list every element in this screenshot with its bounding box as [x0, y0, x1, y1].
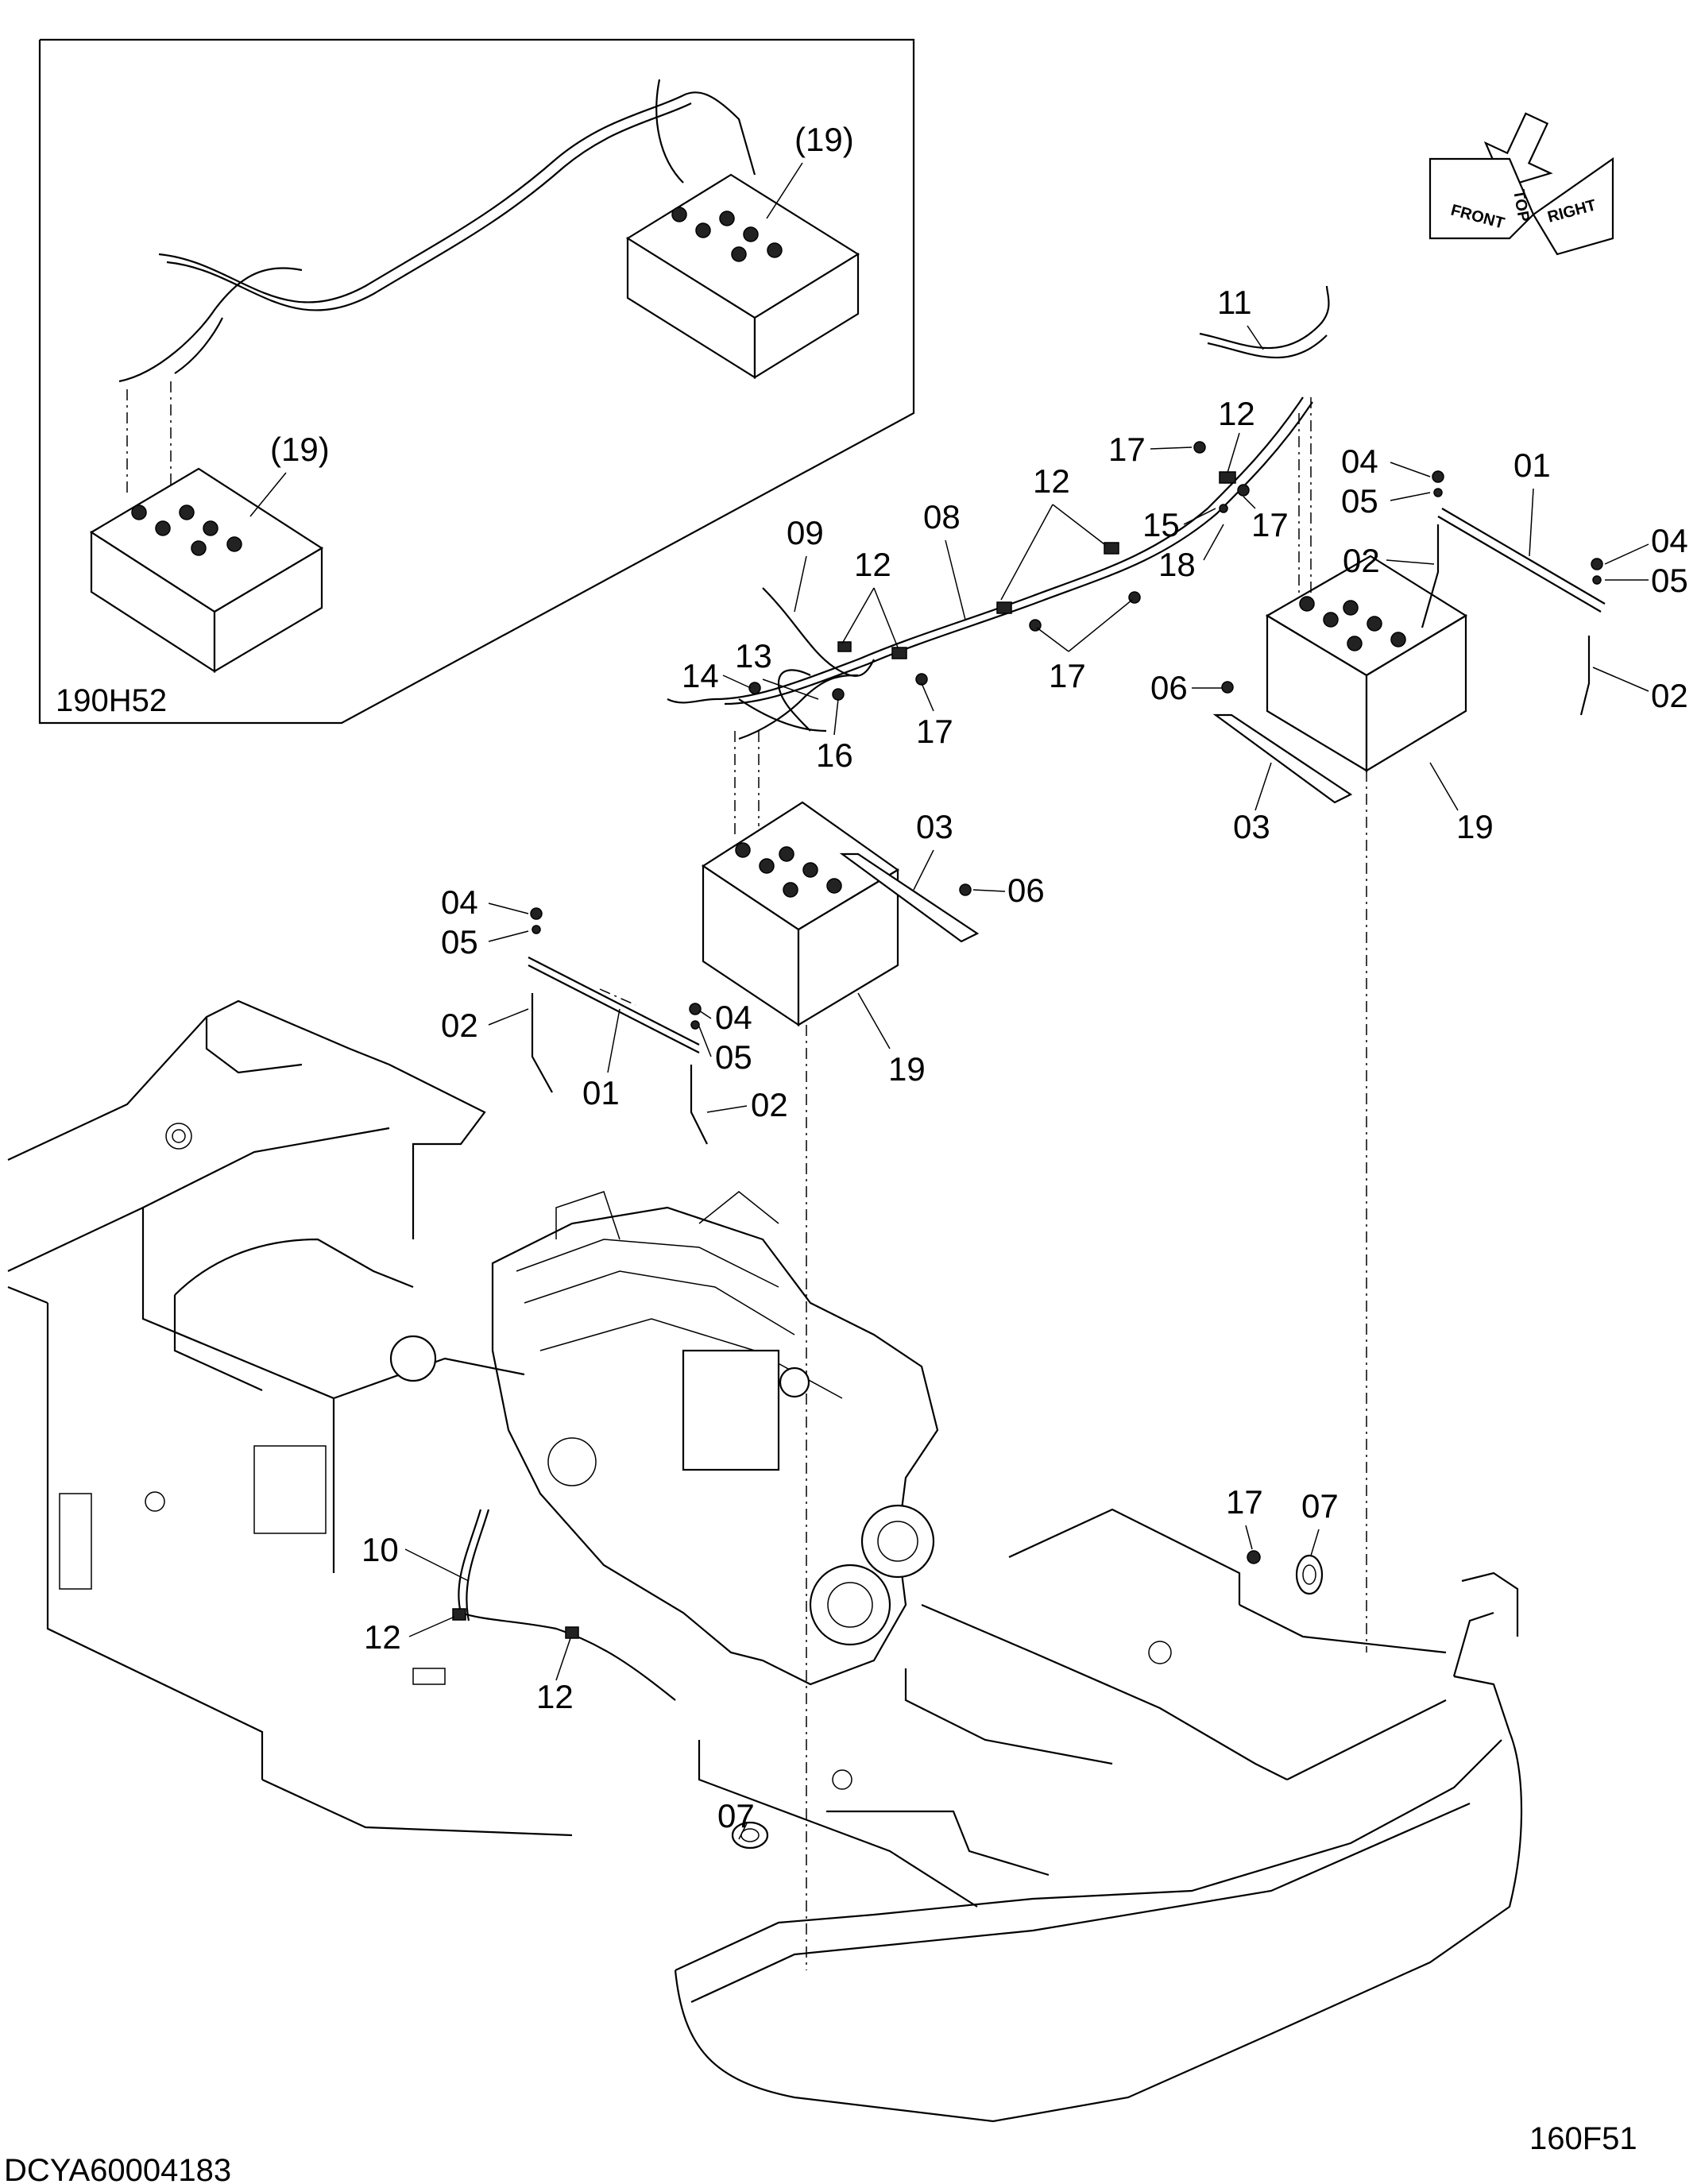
- callout-06: 06: [1150, 669, 1188, 706]
- callout-02: 02: [1651, 677, 1688, 714]
- callout-19: 19: [1456, 808, 1494, 845]
- battery-cables: [667, 285, 1330, 740]
- callout-17: 17: [1251, 506, 1289, 543]
- inset-panel: (19) (19) 190H52: [38, 38, 915, 725]
- callout-02: 02: [751, 1086, 788, 1123]
- callout-03: 03: [1233, 808, 1270, 845]
- inset-callout-19-lower: (19): [270, 431, 330, 468]
- callout-03: 03: [916, 808, 953, 845]
- callouts: 11 12 17 17 15 18 12 08 09 12 13 14 16 1…: [361, 284, 1688, 1840]
- figure-code: 160F51: [1529, 2121, 1637, 2156]
- callout-01: 01: [1514, 446, 1551, 484]
- callout-17: 17: [1226, 1483, 1263, 1521]
- orientation-arrows-icon: TOP FRONT RIGHT: [1428, 112, 1614, 256]
- callout-12: 12: [364, 1618, 401, 1656]
- callout-01: 01: [582, 1074, 620, 1111]
- callout-17: 17: [1108, 431, 1146, 468]
- callout-12: 12: [1033, 462, 1070, 500]
- callout-13: 13: [735, 637, 772, 675]
- callout-06: 06: [1007, 872, 1045, 909]
- callout-10: 10: [361, 1531, 399, 1568]
- hold-down-bar-center: [528, 907, 708, 1145]
- callout-04: 04: [1341, 443, 1378, 480]
- grommet-right: [1295, 1554, 1324, 1595]
- ground-cable: [452, 1509, 676, 1701]
- callout-05: 05: [1651, 562, 1688, 599]
- inset-battery-lower: [89, 467, 324, 674]
- callout-04: 04: [715, 999, 752, 1036]
- base-plate-center: [839, 852, 980, 943]
- battery-right: [1265, 555, 1468, 772]
- inset-callout-19-upper: (19): [794, 121, 854, 158]
- callout-07: 07: [1301, 1487, 1339, 1525]
- callout-09: 09: [787, 514, 824, 551]
- callout-04: 04: [441, 883, 478, 921]
- callout-02: 02: [441, 1007, 478, 1044]
- grommet-lower: [731, 1821, 769, 1850]
- callout-15: 15: [1142, 506, 1180, 543]
- callout-16: 16: [816, 736, 853, 774]
- callout-05: 05: [441, 923, 478, 961]
- callout-12: 12: [854, 546, 891, 583]
- drawing-number: DCYA60004183: [4, 2153, 231, 2184]
- hold-down-bar-right: [1421, 470, 1606, 716]
- machine-frame: [7, 999, 1523, 2123]
- callout-12: 12: [1218, 395, 1255, 432]
- callout-17: 17: [1049, 657, 1086, 694]
- base-plate-right: [1212, 681, 1353, 804]
- callout-11: 11: [1217, 284, 1252, 321]
- callout-18: 18: [1158, 546, 1196, 583]
- callout-02: 02: [1343, 542, 1380, 579]
- callout-05: 05: [715, 1038, 752, 1076]
- battery-center: [701, 801, 900, 1027]
- inset-battery-upper: [625, 173, 860, 379]
- callout-07: 07: [717, 1797, 755, 1834]
- callout-17: 17: [916, 713, 953, 750]
- callout-19: 19: [888, 1050, 926, 1088]
- inset-code: 190H52: [56, 683, 167, 718]
- callout-08: 08: [923, 498, 961, 535]
- callout-12: 12: [536, 1678, 574, 1715]
- callout-05: 05: [1341, 482, 1378, 520]
- callout-14: 14: [682, 657, 719, 694]
- callout-04: 04: [1651, 522, 1688, 559]
- engine: [389, 1191, 939, 1686]
